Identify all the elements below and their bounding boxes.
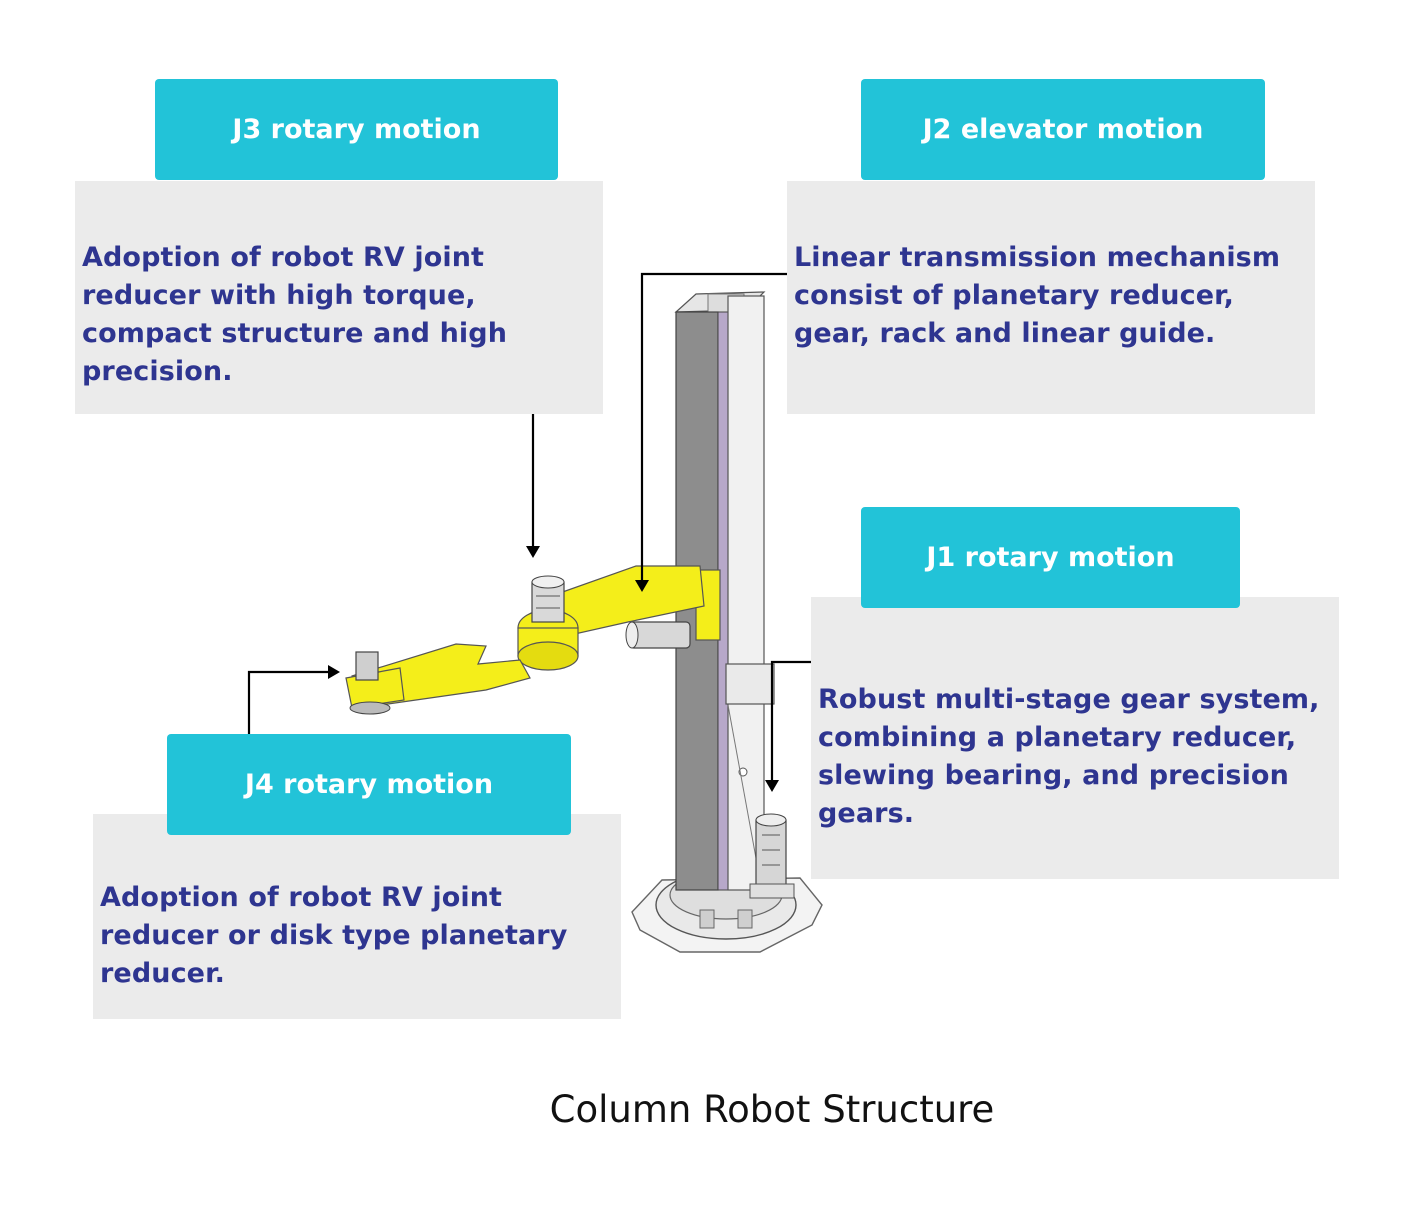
j2-title: J2 elevator motion	[861, 79, 1265, 180]
j2-motor	[625, 621, 691, 649]
j4-description-box: Adoption of robot RV joint reducer or di…	[93, 814, 621, 1019]
j3-title: J3 rotary motion	[155, 79, 558, 180]
j1-description-box: Robust multi-stage gear system, combinin…	[811, 597, 1339, 879]
j1-motor	[749, 813, 795, 899]
j4-description: Adoption of robot RV joint reducer or di…	[100, 882, 568, 989]
callout-connectors	[247, 272, 812, 782]
robot-arm	[345, 565, 721, 715]
j2-description-box: Linear transmission mechanism consist of…	[787, 181, 1315, 414]
j3-description-box: Adoption of robot RV joint reducer with …	[75, 181, 603, 414]
j2-description: Linear transmission mechanism consist of…	[794, 242, 1281, 349]
j1-description: Robust multi-stage gear system, combinin…	[818, 684, 1320, 829]
arrow-heads	[328, 546, 779, 792]
j1-title: J1 rotary motion	[861, 507, 1240, 608]
diagram-caption: Column Robot Structure	[549, 1088, 995, 1131]
j4-title: J4 rotary motion	[167, 734, 571, 835]
j3-description: Adoption of robot RV joint reducer with …	[82, 242, 508, 387]
